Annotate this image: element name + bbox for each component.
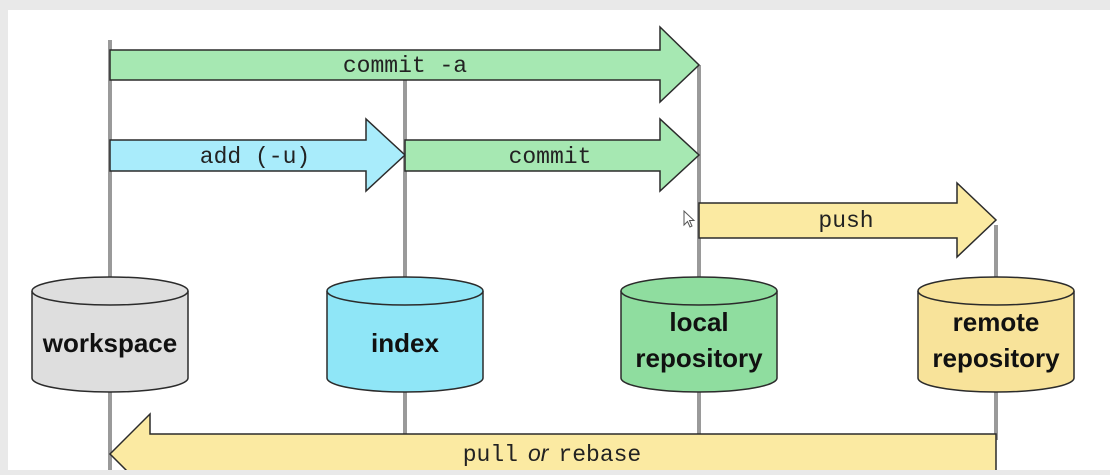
local-repository-label-line1: local [669, 307, 728, 337]
push-arrow: push [698, 181, 998, 259]
commit-arrow-shape [404, 117, 701, 193]
canvas-background [8, 10, 1110, 470]
remote-repository-label-line2: repository [932, 343, 1060, 373]
remote-repository-cylinder-body [917, 291, 1075, 393]
local-repository-label-line2: repository [635, 343, 763, 373]
add-label: add (-u) [200, 144, 310, 170]
commit-a-label: commit -a [343, 53, 467, 79]
mouse-cursor-icon [683, 209, 696, 228]
commit-a-arrow: commit -a [109, 25, 701, 104]
rebase-label: rebase [558, 442, 641, 468]
pull-or-rebase-label: pull or rebase [463, 440, 642, 468]
push-label: push [818, 208, 873, 234]
add-arrow: add (-u) [109, 117, 407, 193]
local-repository-store: local repository [620, 276, 778, 393]
workspace-label: workspace [42, 328, 177, 358]
index-label: index [371, 328, 439, 358]
workspace-cylinder-top [31, 276, 189, 306]
remote-repository-cylinder-top [917, 276, 1075, 306]
pull-label: pull [463, 442, 518, 468]
local-repository-cylinder-body [620, 291, 778, 393]
index-store: index [326, 276, 484, 393]
local-repository-cylinder-top [620, 276, 778, 306]
index-cylinder-top [326, 276, 484, 306]
workspace-store: workspace [31, 276, 189, 393]
workspace-cylinder-body [31, 291, 189, 393]
push-arrow-shape [698, 181, 998, 259]
commit-a-arrow-shape [109, 25, 701, 104]
commit-arrow: commit [404, 117, 701, 193]
remote-repository-store: remote repository [917, 276, 1075, 393]
index-cylinder-body [326, 291, 484, 393]
or-label: or [528, 440, 550, 466]
add-arrow-shape [109, 117, 407, 193]
commit-label: commit [509, 144, 592, 170]
remote-repository-label-line1: remote [953, 307, 1040, 337]
